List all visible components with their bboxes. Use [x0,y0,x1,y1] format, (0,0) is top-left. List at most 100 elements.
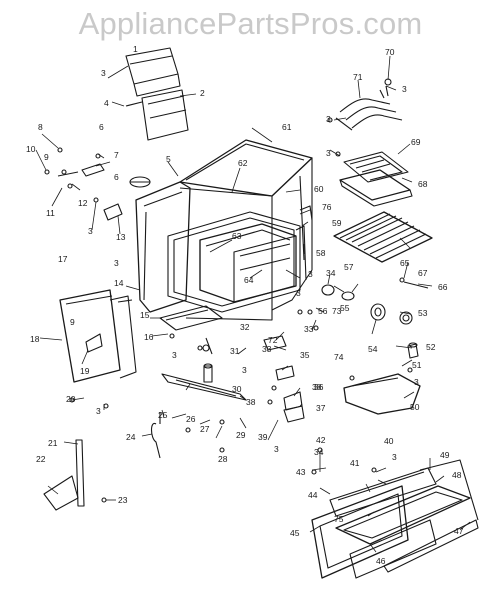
callout-75: 75 [334,514,344,524]
callout-51: 51 [412,360,422,370]
callout-63: 63 [232,231,242,241]
vent-duct-upper [125,47,181,97]
callout-11: 11 [46,208,55,218]
callout-40: 40 [384,436,394,446]
callout-19: 19 [80,366,90,376]
callout-64: 64 [244,275,254,285]
callout-2: 2 [200,88,205,98]
callout-55: 55 [340,303,350,313]
callout-3-j: 3 [242,365,247,375]
callout-3-k: 3 [414,377,419,387]
callout-18: 18 [30,334,40,344]
callout-53: 53 [418,308,428,318]
callout-3-l: 3 [96,406,101,416]
callout-6-b: 6 [114,172,119,182]
left-small-parts [44,147,151,221]
callout-21: 21 [48,438,58,448]
callout-5: 5 [166,154,171,164]
callout-9: 9 [44,152,49,162]
callout-9-b: 9 [70,317,75,327]
callout-70: 70 [385,47,395,57]
callout-3-n: 3 [392,452,397,462]
callout-56: 56 [318,306,328,316]
callout-68: 68 [418,179,428,189]
callout-54: 54 [368,344,378,354]
callout-3-g: 3 [308,269,313,279]
callout-34: 34 [326,268,336,278]
callout-1: 1 [133,44,138,54]
callout-38: 38 [312,382,322,392]
callout-62: 62 [238,158,248,168]
callout-3-c: 3 [326,114,331,124]
callout-37: 37 [316,403,326,413]
callout-31: 31 [230,346,240,356]
lower-parts [43,333,305,511]
callout-27: 27 [200,424,210,434]
callout-65: 65 [400,258,410,268]
upper-right-parts [327,78,413,207]
callout-33-b: 33 [262,344,272,354]
callout-74: 74 [334,352,344,362]
callout-24: 24 [126,432,136,442]
callout-48: 48 [452,470,462,480]
callout-67: 67 [418,268,428,278]
callout-8: 8 [38,122,43,132]
right-small-parts [297,277,429,373]
callout-labels: 70 3 71 3 1 2 4 61 3 3 69 68 8 6 10 9 5 … [26,44,464,566]
callout-34-b: 34 [314,447,324,457]
callout-26: 26 [186,414,196,424]
callout-20: 20 [66,394,76,404]
callout-72: 72 [268,335,278,345]
callout-33: 33 [304,324,314,334]
callout-3-i: 3 [172,350,177,360]
callout-69: 69 [411,137,421,147]
callout-3-h: 3 [296,288,301,298]
callout-14: 14 [114,278,124,288]
callout-22: 22 [36,454,46,464]
callout-30: 30 [232,384,242,394]
callout-4: 4 [104,98,109,108]
callout-45: 45 [290,528,300,538]
callout-17: 17 [58,254,68,264]
callout-3-m: 3 [274,444,279,454]
callout-28: 28 [218,454,228,464]
callout-16: 16 [144,332,154,342]
callout-25: 25 [158,410,168,420]
callout-3-f: 3 [114,258,119,268]
oven-body [135,139,313,331]
callout-35: 35 [300,350,310,360]
callout-36: 36 [314,382,324,392]
callout-23: 23 [118,495,128,505]
callout-39: 39 [258,432,268,442]
callout-12: 12 [78,198,88,208]
callout-41: 41 [350,458,360,468]
watermark: AppliancePartsPros.com [78,6,423,41]
callout-76: 76 [322,202,332,212]
oven-door [311,447,479,579]
oven-rack [333,211,433,263]
callout-3-e: 3 [88,226,93,236]
callout-52: 52 [426,342,436,352]
callout-15: 15 [140,310,150,320]
callout-10: 10 [26,144,36,154]
callout-3-b: 3 [101,68,106,78]
callout-3-d: 3 [326,148,331,158]
callout-47: 47 [454,526,464,536]
callout-49: 49 [440,450,450,460]
callout-58: 58 [316,248,326,258]
callout-38-b: 38 [246,397,256,407]
leader-lines [35,55,471,553]
vent-duct-lower [125,89,189,141]
callout-66: 66 [438,282,448,292]
callout-42: 42 [316,435,326,445]
callout-13: 13 [116,232,126,242]
callout-7: 7 [114,150,119,160]
callout-57: 57 [344,262,354,272]
callout-3-a: 3 [402,84,407,94]
callout-73: 73 [332,306,342,316]
callout-61: 61 [282,122,292,132]
callout-60: 60 [314,184,324,194]
side-panel [59,289,137,383]
